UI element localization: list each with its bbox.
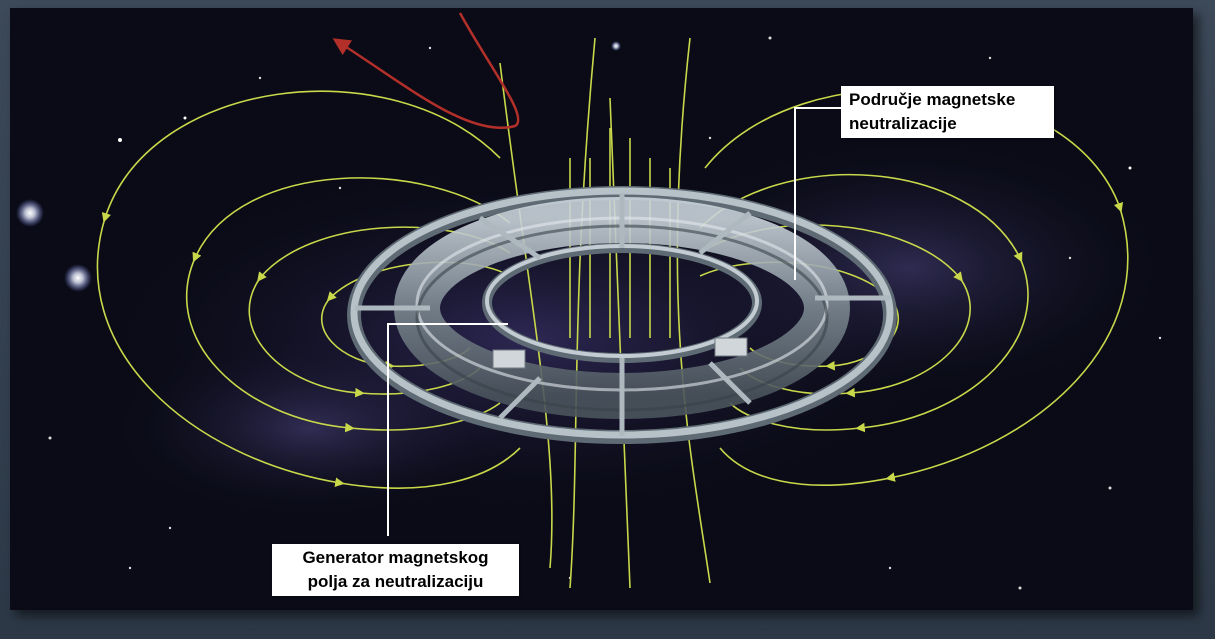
particle-trajectory (332, 12, 520, 129)
leader-line (387, 323, 508, 536)
label-line: polja za neutralizaciju (307, 572, 484, 591)
diagram-scene: Područje magnetske neutralizacije Genera… (10, 8, 1193, 610)
label-line: neutralizacije (849, 114, 957, 133)
neutralization-zone-label: Područje magnetske neutralizacije (841, 86, 1054, 138)
label-line: Generator magnetskog (302, 548, 489, 567)
generator-label: Generator magnetskog polja za neutraliza… (272, 544, 519, 596)
leader-line (794, 107, 842, 280)
stars (16, 36, 1162, 590)
label-line: Područje magnetske (849, 90, 1016, 109)
ring-structure (347, 186, 897, 444)
